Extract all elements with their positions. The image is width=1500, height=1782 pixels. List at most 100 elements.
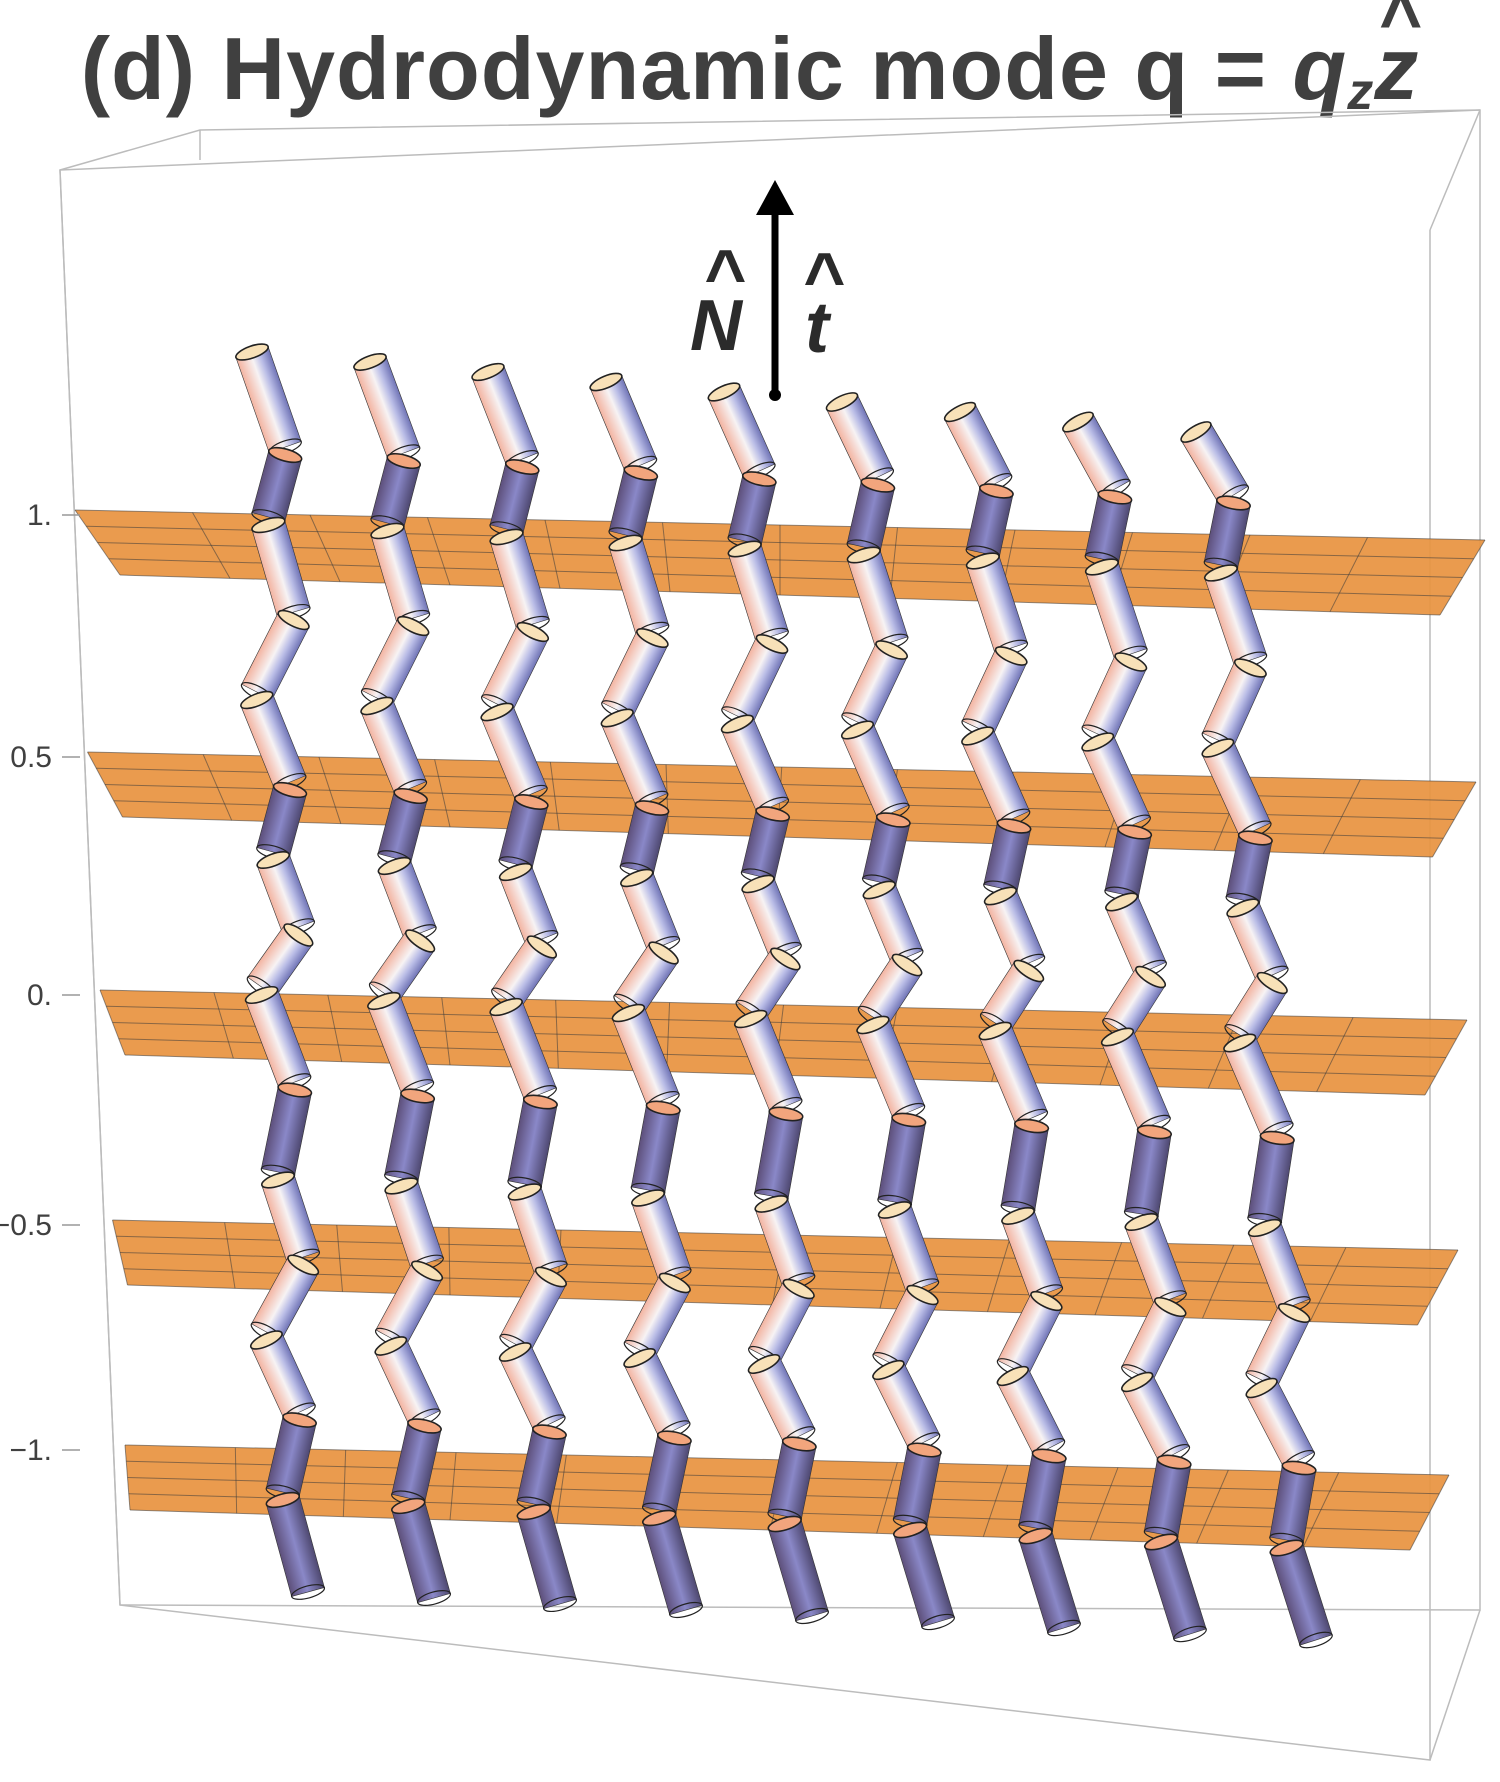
rod (862, 880, 924, 967)
tangent-vector-label: t ^ (802, 239, 844, 368)
rod (1018, 1527, 1081, 1637)
rod (841, 640, 908, 732)
svg-text:t: t (805, 288, 832, 368)
rod (733, 1009, 803, 1116)
rod (1203, 564, 1268, 669)
rod (840, 720, 910, 822)
rod (246, 923, 314, 999)
rod (877, 1112, 927, 1210)
rod (353, 353, 421, 462)
rod (727, 540, 789, 645)
rod (384, 1088, 436, 1186)
rod (631, 1189, 692, 1284)
rod (767, 1515, 829, 1625)
rod (1121, 1296, 1187, 1384)
rod (620, 868, 681, 955)
rod (1081, 652, 1148, 744)
svg-text:N: N (690, 286, 744, 366)
rod (601, 627, 669, 720)
rod (1247, 1130, 1295, 1228)
rod (1104, 824, 1153, 902)
rod (391, 1497, 452, 1606)
rod (235, 343, 302, 456)
rod (1245, 1303, 1311, 1390)
rod (1225, 830, 1273, 908)
rod (630, 1100, 681, 1198)
rod (1269, 1539, 1333, 1649)
rod-columns (235, 343, 1333, 1649)
rod (240, 690, 307, 792)
rod (374, 1336, 441, 1428)
z-tick-label: −1. (9, 1434, 52, 1467)
figure-title: (d) Hydrodynamic mode q = qzz (0, 18, 1500, 122)
rod (825, 392, 895, 487)
rod (507, 1183, 568, 1278)
rod (965, 552, 1029, 657)
rod (260, 1082, 313, 1180)
rod (1121, 1371, 1191, 1465)
z-tick-label: −0.5 (0, 1209, 52, 1242)
rod (480, 702, 548, 804)
rod (360, 615, 430, 708)
rod (377, 856, 437, 942)
rod (1123, 1124, 1173, 1222)
rod (244, 985, 312, 1091)
rod (767, 1436, 817, 1524)
rod (471, 362, 539, 468)
rod (1201, 738, 1272, 840)
rod (374, 1260, 444, 1349)
rod (892, 1521, 955, 1631)
rod (600, 708, 669, 810)
rod (623, 1348, 691, 1440)
rod (498, 794, 549, 872)
rod (608, 534, 670, 639)
rod (256, 781, 308, 860)
rod (1180, 421, 1249, 506)
rod (370, 452, 422, 531)
rod (611, 1003, 680, 1110)
rod (641, 1430, 692, 1518)
rod (619, 800, 670, 878)
rod (251, 446, 303, 525)
rod (983, 886, 1046, 973)
rod (872, 1359, 941, 1452)
rod (249, 1330, 316, 1422)
rod (1143, 1533, 1207, 1643)
rod (613, 941, 679, 1017)
rod (961, 726, 1031, 828)
rod (846, 477, 896, 555)
rod (961, 646, 1028, 738)
rod (265, 1412, 318, 1500)
rod (1102, 965, 1167, 1041)
z-tick-label: 1. (27, 499, 52, 532)
rod (391, 1418, 442, 1506)
rod (740, 806, 791, 884)
rod (516, 1424, 567, 1512)
rod (589, 372, 658, 475)
rod (368, 929, 436, 1005)
layer-normal-arrow (756, 180, 794, 401)
rod (748, 1278, 815, 1367)
rod (983, 818, 1032, 896)
rod (256, 850, 316, 936)
rod (516, 1503, 578, 1613)
rod (747, 1353, 816, 1446)
rod (1062, 411, 1131, 500)
rod (965, 483, 1014, 561)
rod (1000, 1118, 1050, 1216)
rod (260, 1171, 321, 1266)
rod (498, 1342, 566, 1434)
rod (1201, 658, 1267, 750)
rod (1245, 1377, 1315, 1471)
z-tick-label: 0. (27, 979, 52, 1012)
rod (481, 621, 550, 714)
rod (240, 609, 310, 703)
svg-text:^: ^ (703, 236, 745, 316)
rod (721, 634, 789, 726)
rod (753, 1106, 804, 1204)
bounding-box (59, 109, 1481, 1761)
rod (265, 1491, 326, 1600)
rod (996, 1365, 1066, 1458)
rod (360, 696, 428, 798)
